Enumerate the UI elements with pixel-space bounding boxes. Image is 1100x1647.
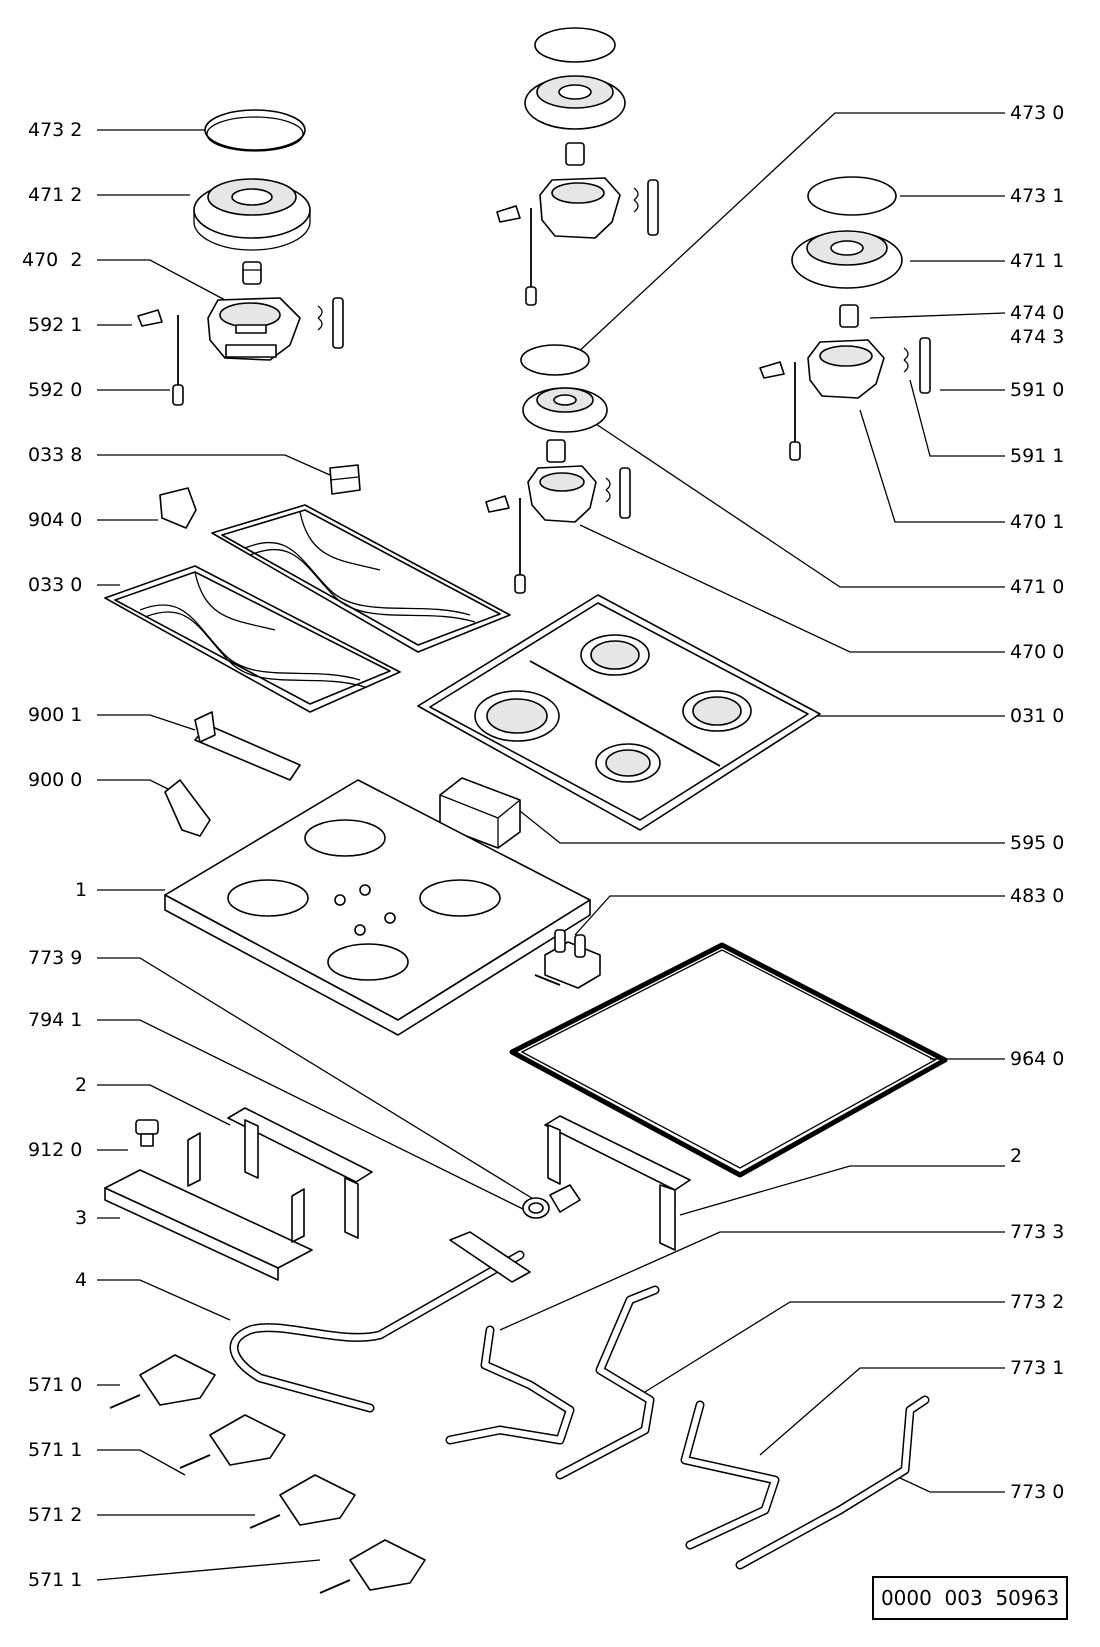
thermocouple-mid: [485, 467, 631, 594]
seal-964-0: [509, 942, 948, 1178]
label-471-0: 471 0: [1010, 576, 1065, 598]
burner-cap-473-2: [204, 109, 306, 152]
label-031-0: 031 0: [1010, 705, 1065, 727]
burner-body-470-0: [527, 465, 597, 523]
injector-474-0: [839, 304, 859, 328]
label-571-1-a: 571 1: [28, 1439, 83, 1461]
label-474-0: 474 0: [1010, 302, 1065, 324]
bracket-900-0: [164, 779, 211, 837]
label-474-3: 474 3: [1010, 326, 1065, 348]
label-571-1-b: 571 1: [28, 1569, 83, 1591]
label-1: 1: [75, 879, 88, 901]
pan-support-right: [211, 504, 511, 653]
label-591-1: 591 1: [1010, 445, 1065, 467]
label-471-1: 471 1: [1010, 250, 1065, 272]
label-794-1: 794 1: [28, 1009, 83, 1031]
manifold-tube-4: [229, 1231, 531, 1413]
gas-pipe-773-2: [555, 1285, 660, 1480]
gas-tap-571-0: [109, 1354, 216, 1409]
label-473-1: 473 1: [1010, 185, 1065, 207]
drawing-number-box: 0000 003 50963: [872, 1576, 1068, 1620]
bracket-2-right: [544, 1115, 691, 1251]
bracket-3: [104, 1132, 313, 1281]
label-2-left: 2: [75, 1074, 88, 1096]
gas-pipe-773-0: [735, 1395, 930, 1570]
label-964-0: 964 0: [1010, 1048, 1065, 1070]
burner-spreader-top: [524, 75, 626, 130]
label-900-0: 900 0: [28, 769, 83, 791]
label-2-right: 2: [1010, 1145, 1023, 1167]
label-773-0: 773 0: [1010, 1481, 1065, 1503]
bracket-2-left: [227, 1107, 373, 1239]
burner-spreader-471-1: [791, 230, 903, 289]
screw-912-0: [135, 1119, 159, 1147]
label-592-1: 592 1: [28, 314, 83, 336]
hob-top-031-0: [417, 594, 821, 831]
burner-cap-top: [534, 27, 616, 63]
label-470-2: 470 2: [22, 249, 83, 271]
terminal-block-483-0: [534, 929, 601, 989]
label-033-8: 033 8: [28, 444, 83, 466]
ignition-unit-595-0: [439, 777, 521, 849]
label-473-0: 473 0: [1010, 102, 1065, 124]
bracket-900-1: [194, 711, 301, 781]
label-3: 3: [75, 1207, 88, 1229]
injector: [242, 261, 262, 285]
base-tray-1: [164, 779, 591, 1036]
fitting-794-1: [522, 1184, 581, 1219]
label-591-0: 591 0: [1010, 379, 1065, 401]
clip-033-8: [329, 464, 361, 495]
thermocouple-591-0: [759, 337, 931, 461]
gas-pipe-773-1: [680, 1400, 780, 1550]
label-904-0: 904 0: [28, 509, 83, 531]
label-773-9: 773 9: [28, 947, 83, 969]
label-470-1: 470 1: [1010, 511, 1065, 533]
label-571-0: 571 0: [28, 1374, 83, 1396]
label-4: 4: [75, 1269, 88, 1291]
gas-tap-571-1a: [179, 1414, 286, 1469]
burner-spreader-471-0: [522, 387, 608, 433]
burner-spreader-471-2: [193, 178, 311, 251]
burner-cap-473-1: [807, 176, 897, 216]
burner-body-top: [539, 177, 621, 239]
gas-tap-571-2: [249, 1474, 356, 1529]
injector-mid: [546, 439, 566, 463]
label-773-1: 773 1: [1010, 1357, 1065, 1379]
label-773-3: 773 3: [1010, 1221, 1065, 1243]
burner-body-470-2: [207, 297, 301, 361]
label-033-0: 033 0: [28, 574, 83, 596]
label-595-0: 595 0: [1010, 832, 1065, 854]
burner-cap-473-0: [520, 344, 590, 376]
leader-lines: [96, 112, 1006, 1581]
label-592-0: 592 0: [28, 379, 83, 401]
label-571-2: 571 2: [28, 1504, 83, 1526]
label-470-0: 470 0: [1010, 641, 1065, 663]
label-900-1: 900 1: [28, 704, 83, 726]
label-471-2: 471 2: [28, 184, 83, 206]
burner-body-470-1: [807, 339, 885, 399]
label-483-0: 483 0: [1010, 885, 1065, 907]
label-912-0: 912 0: [28, 1139, 83, 1161]
injector-top: [565, 142, 585, 166]
gas-tap-571-1b: [319, 1539, 426, 1594]
label-773-2: 773 2: [1010, 1291, 1065, 1313]
ignition-plug: [317, 297, 344, 349]
thermocouple-592-0: [137, 309, 184, 406]
label-473-2: 473 2: [28, 119, 83, 141]
part-904-0: [159, 487, 197, 529]
pan-support-033-0: [104, 565, 401, 713]
thermocouple-top: [496, 179, 659, 306]
gas-pipe-773-3: [445, 1325, 575, 1445]
